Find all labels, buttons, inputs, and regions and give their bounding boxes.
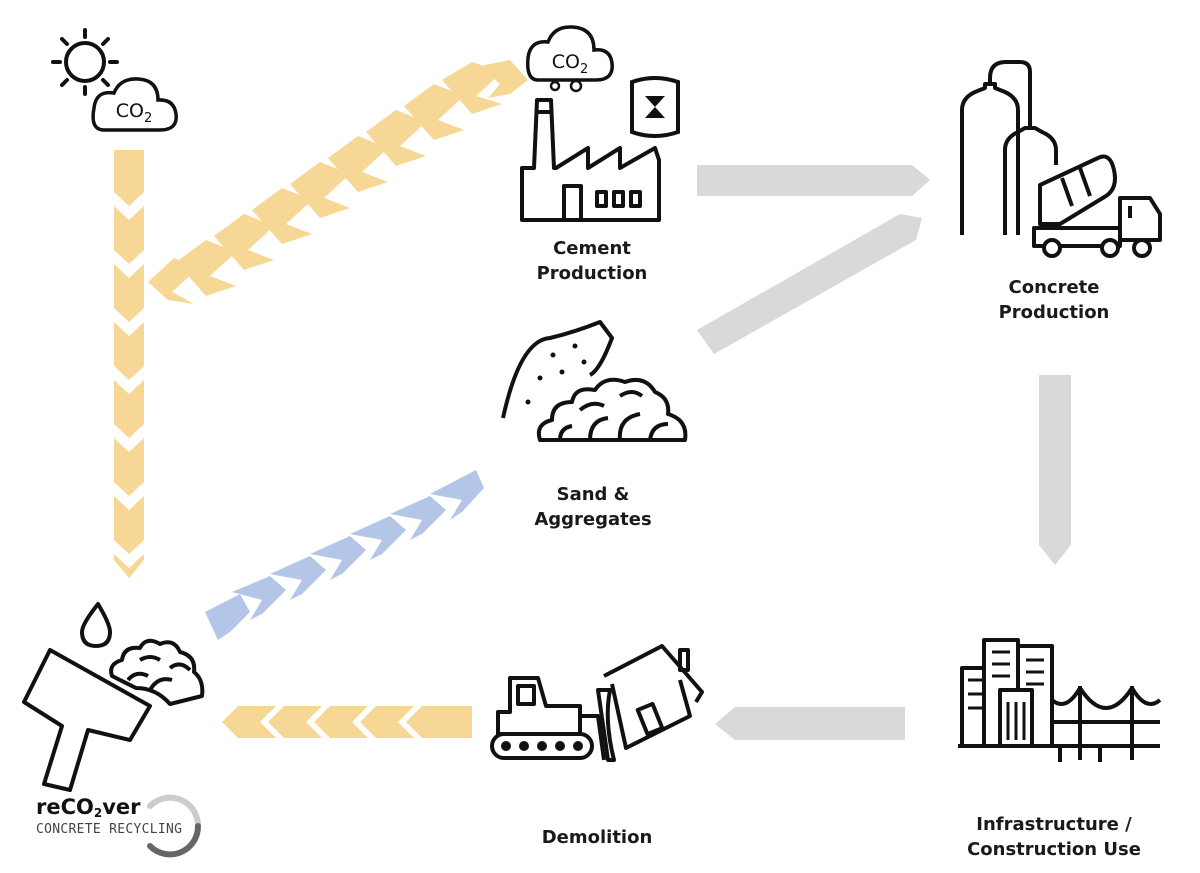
arrow-sand-to-concrete	[697, 214, 922, 354]
arrow-cement-to-concrete	[697, 165, 930, 196]
co2-cloud-cement-icon: CO2	[525, 25, 614, 93]
node-label-sand: Sand & Aggregates	[518, 482, 668, 532]
concrete-label-line2: Production	[998, 302, 1110, 323]
co2-arrow-cement-to-recycling	[148, 60, 528, 304]
logo-subscript: 2	[93, 806, 103, 820]
svg-text:CO2: CO2	[116, 100, 153, 126]
cement-label-line2: Production	[536, 263, 648, 284]
infrastructure-label-line2: Construction Use	[967, 839, 1141, 860]
sand-label-line1: Sand &	[556, 484, 630, 505]
node-label-infrastructure: Infrastructure / Construction Use	[954, 812, 1154, 862]
co2-arrow-demolition-to-recycling	[222, 706, 472, 738]
recycling-funnel-icon	[22, 602, 205, 792]
recycled-aggregate-flow	[205, 470, 484, 640]
sun-icon	[51, 28, 119, 96]
infrastructure-icon	[958, 638, 1162, 762]
co2-flows	[114, 60, 528, 738]
cement-bag-icon	[630, 76, 680, 138]
sand-label-line2: Aggregates	[534, 509, 652, 530]
material-flows	[697, 165, 1071, 740]
logo-suffix: ver	[102, 795, 141, 819]
node-label-concrete: Concrete Production	[984, 275, 1124, 325]
co2-cloud-icon: CO2	[91, 77, 178, 132]
node-label-cement: Cement Production	[522, 236, 662, 286]
logo-wordmark: reCO2ver	[36, 795, 141, 820]
arrow-infrastructure-to-demolition	[715, 707, 905, 740]
node-label-demolition: Demolition	[522, 825, 672, 850]
sand-aggregates-icon	[501, 320, 688, 442]
svg-text:CO2: CO2	[552, 51, 589, 77]
demolition-icon	[490, 644, 704, 762]
logo-prefix: reCO	[36, 795, 94, 819]
concrete-label-line1: Concrete	[1008, 277, 1100, 298]
co2-arrow-sky-to-recycling	[114, 150, 144, 578]
cement-factory-icon	[520, 98, 661, 222]
demolition-label-line1: Demolition	[541, 827, 653, 848]
infrastructure-label-line1: Infrastructure /	[976, 814, 1132, 835]
logo-arc-icon	[147, 794, 202, 858]
logo-tagline: CONCRETE RECYCLING	[36, 822, 183, 837]
concrete-plant-icon	[960, 60, 1162, 258]
arrow-concrete-to-infrastructure	[1039, 375, 1071, 565]
cement-label-line1: Cement	[553, 238, 631, 259]
